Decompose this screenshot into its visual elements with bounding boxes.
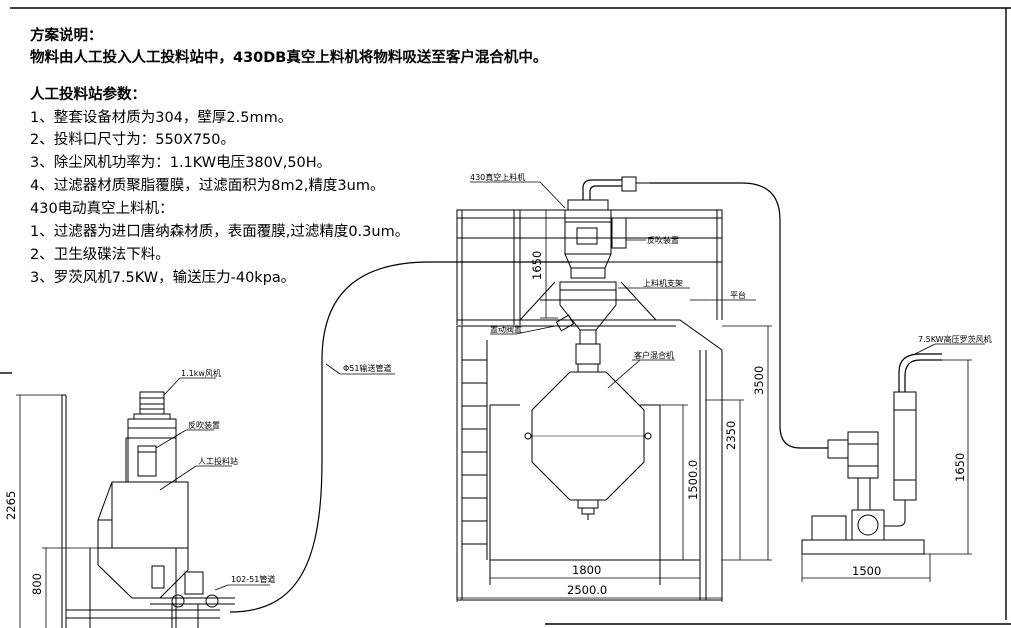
loader-inlet-elbow	[582, 179, 622, 200]
loader-filter-chamber	[564, 209, 612, 255]
blowback-tank	[137, 445, 157, 477]
station-param-4: 4、过滤器材质聚脂覆膜，过滤面积为8m2,精度3um。	[30, 178, 385, 194]
dimension-2350	[706, 399, 744, 560]
blower-inlet-valve	[827, 439, 849, 459]
loader-param-3: 3、罗茨风机7.5KW，输送压力-40kpa。	[30, 270, 296, 286]
label-manual-station: 人工投料站	[198, 456, 238, 466]
filter-housing	[125, 437, 177, 483]
label-vacuum-loader: 430真空上料机	[470, 172, 525, 182]
dim-text-2265: 2265	[4, 491, 18, 520]
dim-text-1500: 1500	[852, 564, 881, 578]
loader-hopper	[559, 281, 617, 331]
dim-text-3500: 3500	[752, 366, 766, 395]
station-hopper	[111, 481, 189, 549]
station-param-3: 3、除尘风机功率为：1.1KW电压380V,50H。	[30, 155, 332, 171]
mixer-drum	[531, 371, 645, 501]
dim-text-800: 800	[30, 573, 44, 595]
customer-mixer	[524, 359, 675, 520]
loader-param-1: 1、过滤器为进口唐纳森材质，表面覆膜,过滤精度0.3um。	[30, 224, 410, 240]
loader-valve	[621, 176, 637, 192]
blower-motor	[811, 515, 847, 541]
label-fan: 1.1kw风机	[181, 368, 221, 378]
station-param-2: 2、投料口尺寸为：550X750。	[30, 132, 236, 148]
dim-text-1650-loader: 1650	[530, 251, 544, 280]
discharge-valve	[575, 343, 601, 365]
dimension-1500	[801, 554, 931, 582]
fan-motor	[139, 391, 165, 415]
label-blowback-left: 反吹装置	[188, 420, 220, 430]
label-mixer: 客户混合机	[634, 350, 674, 360]
scheme-description: 物料由人工投入人工投料站中，430DB真空上料机将物料吸送至客户混合机中。	[30, 50, 548, 66]
station-cone	[97, 547, 189, 599]
label-pipe-51: Φ51输送管道	[343, 363, 391, 373]
dim-text-2500-0: 2500.0	[567, 583, 607, 597]
dimension-1500-0	[660, 404, 688, 560]
dim-text-1650-blower: 1650	[953, 453, 967, 482]
dim-text-1800: 1800	[572, 563, 601, 577]
rotary-valve-1	[151, 565, 165, 589]
dimension-3500	[722, 325, 772, 561]
vacuum-line	[650, 182, 828, 449]
dimension-2265	[16, 394, 62, 628]
dim-text-2350: 2350	[724, 421, 738, 450]
fan-base	[133, 413, 171, 420]
loader-lid	[567, 199, 609, 211]
platform-deck	[457, 319, 723, 600]
dim-text-1500-0: 1500.0	[686, 460, 700, 500]
loader-clamp	[576, 227, 598, 245]
blowback-tank-right	[611, 217, 627, 249]
label-inlet-valve: 置动阀置	[490, 324, 522, 334]
dimension-2500-0	[456, 590, 723, 602]
roots-blower-unit	[801, 343, 985, 555]
label-pipe-102: 102-51管道	[231, 574, 275, 584]
label-platform: 平台	[730, 290, 746, 300]
platform-structure	[456, 209, 723, 601]
guardrail-top	[456, 209, 723, 219]
rotary-valve-2	[184, 571, 204, 595]
label-loader-bracket: 上料机支架	[643, 278, 683, 288]
dimension-1650-blower	[924, 359, 972, 555]
silencer	[893, 391, 917, 501]
dimension-1650-loader	[540, 209, 565, 319]
scheme-title: 方案说明：	[30, 28, 103, 44]
vacuum-loader	[470, 176, 756, 365]
label-blowback-right: 反吹装置	[647, 235, 679, 245]
blower-skid	[801, 539, 925, 555]
station-hood	[97, 481, 113, 548]
station-param-1: 1、整套设备材质为304，壁厚2.5mm。	[30, 110, 293, 126]
loader-params-title: 430电动真空上料机：	[30, 201, 174, 217]
manual-feeding-station	[61, 377, 270, 628]
label-roots-blower: 7.5KW高压罗茨风机	[918, 334, 992, 344]
dimension-800	[42, 547, 98, 628]
blower-filter	[847, 431, 879, 479]
dimension-1800	[489, 570, 701, 582]
conveying-pipe	[229, 261, 572, 613]
loader-param-2: 2、卫生级碟法下料。	[30, 247, 170, 263]
station-params-title: 人工投料站参数：	[30, 87, 146, 103]
